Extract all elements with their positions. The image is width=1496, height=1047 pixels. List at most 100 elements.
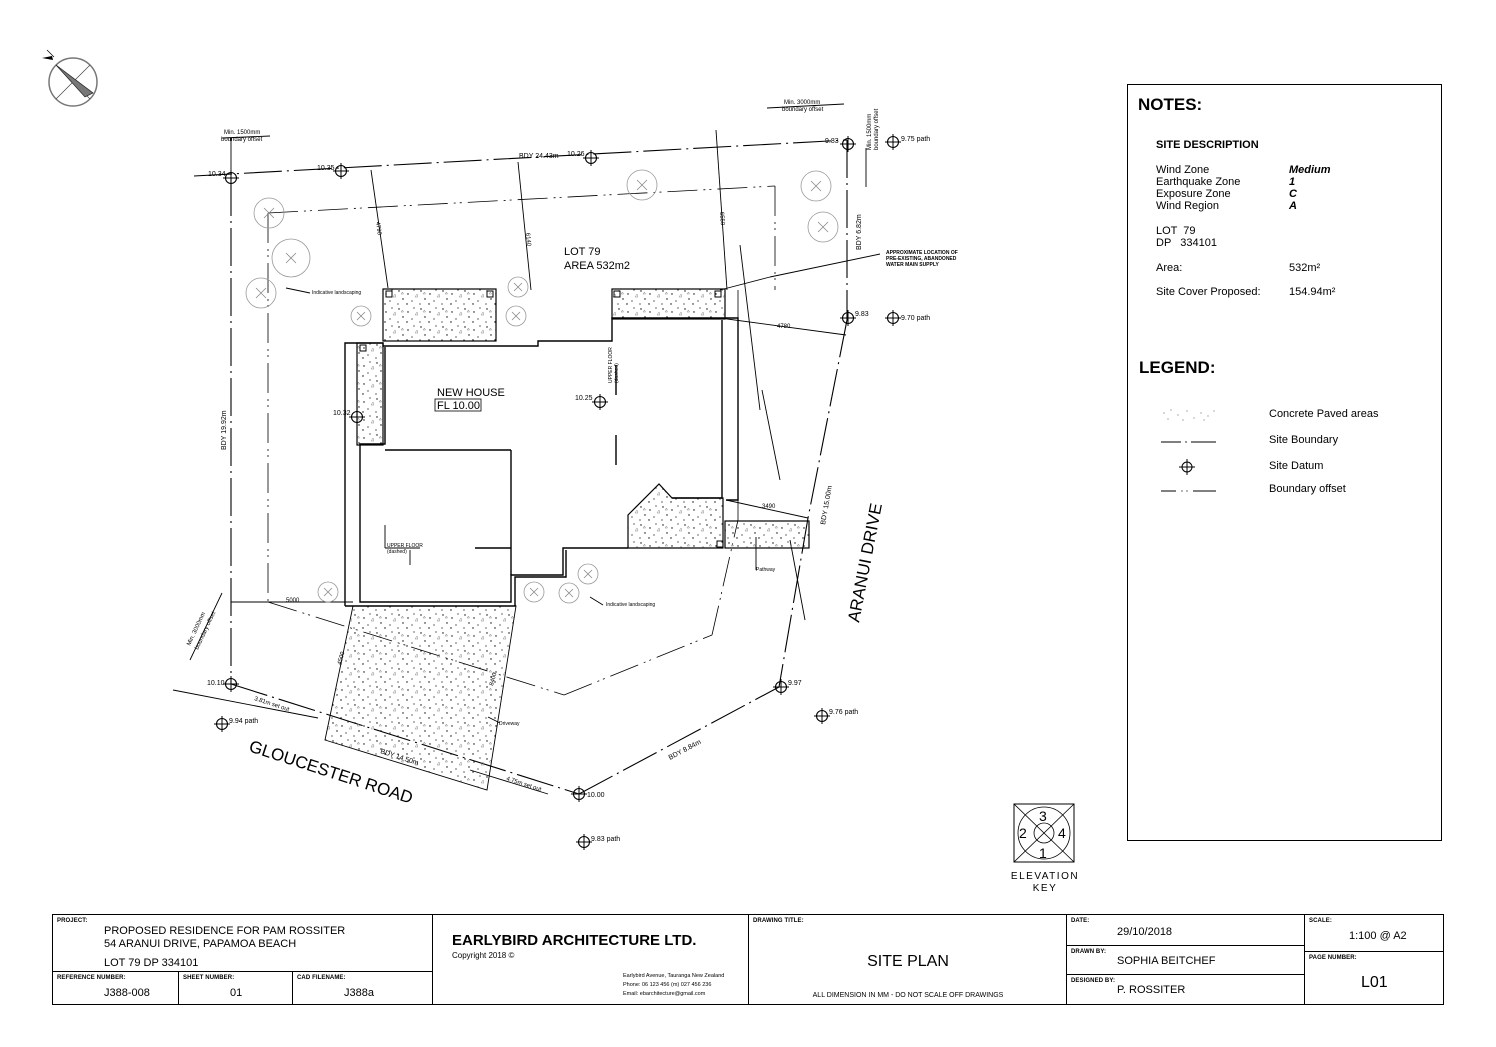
offset-dimension-marks bbox=[172, 103, 881, 795]
svg-text:10.32: 10.32 bbox=[333, 410, 351, 417]
svg-text:9.83: 9.83 bbox=[825, 138, 839, 145]
drawing-title: SITE PLAN bbox=[867, 953, 949, 970]
svg-text:Min. 1500mm: Min. 1500mm bbox=[224, 130, 260, 136]
svg-text:10.34: 10.34 bbox=[208, 171, 226, 178]
legend-item-site-datum: Site Datum bbox=[1156, 459, 1436, 475]
svg-text:5000: 5000 bbox=[286, 598, 300, 604]
floor-level: FL 10.00 bbox=[437, 400, 480, 412]
concrete-pattern-icon bbox=[1163, 409, 1215, 421]
svg-text:1: 1 bbox=[1039, 845, 1047, 861]
svg-text:4780: 4780 bbox=[777, 324, 791, 330]
sheet-cell: SHEET NUMBER: 01 bbox=[179, 972, 293, 1005]
page-number: L01 bbox=[1361, 974, 1388, 991]
svg-text:10.10: 10.10 bbox=[207, 680, 225, 687]
north-arrow-icon bbox=[42, 49, 98, 107]
svg-text:3: 3 bbox=[1039, 808, 1047, 824]
house-label: NEW HOUSE bbox=[437, 387, 505, 399]
svg-text:9.70 path: 9.70 path bbox=[901, 315, 930, 322]
legend-item-site-boundary: Site Boundary bbox=[1156, 433, 1436, 449]
svg-text:(dashed): (dashed) bbox=[387, 549, 407, 555]
concrete-paved-areas bbox=[324, 288, 810, 791]
svg-text:9.76 path: 9.76 path bbox=[829, 709, 858, 716]
driveway-label: Driveway bbox=[499, 721, 520, 727]
date-cell: DATE: 29/10/2018 bbox=[1067, 915, 1305, 946]
svg-text:4790: 4790 bbox=[374, 221, 382, 236]
svg-text:3490: 3490 bbox=[762, 504, 776, 510]
svg-text:Min. 1500mm: Min. 1500mm bbox=[867, 114, 873, 150]
downpipe-markers bbox=[359, 290, 724, 548]
drawn-by-cell: DRAWN BY: SOPHIA BEITCHEF bbox=[1067, 946, 1305, 975]
elevation-key-icon: 3 2 4 1 bbox=[1013, 803, 1075, 863]
site-datum-icon bbox=[1179, 459, 1195, 475]
svg-text:4.75m set out: 4.75m set out bbox=[505, 776, 542, 793]
legend-title: LEGEND: bbox=[1139, 358, 1216, 377]
site-boundary-line-icon bbox=[1161, 441, 1216, 443]
svg-text:10.25: 10.25 bbox=[575, 395, 593, 402]
landscaping-label: Indicative landscaping bbox=[312, 290, 361, 296]
svg-text:BDY 24.43m: BDY 24.43m bbox=[519, 153, 559, 160]
upper-floor-dashed bbox=[384, 525, 420, 549]
svg-text:9.94 path: 9.94 path bbox=[229, 718, 258, 725]
designed-by-cell: DESIGNED BY: P. ROSSITER bbox=[1067, 975, 1305, 1005]
cad-cell: CAD FILENAME: J388a bbox=[293, 972, 433, 1005]
svg-text:3.81m set out: 3.81m set out bbox=[253, 696, 290, 713]
svg-text:6140: 6140 bbox=[524, 233, 531, 248]
svg-text:WATER MAIN SUPPLY: WATER MAIN SUPPLY bbox=[886, 262, 939, 268]
svg-text:4: 4 bbox=[1058, 825, 1066, 841]
svg-text:Indicative landscaping: Indicative landscaping bbox=[606, 602, 655, 608]
scale-cell: SCALE: 1:100 @ A2 bbox=[1305, 915, 1443, 952]
area-label: AREA 532m2 bbox=[564, 260, 630, 272]
svg-text:4500: 4500 bbox=[337, 650, 346, 665]
svg-text:BDY 6.82m: BDY 6.82m bbox=[856, 214, 863, 250]
svg-text:BDY 15.00m: BDY 15.00m bbox=[820, 485, 834, 525]
svg-text:BDY 8.84m: BDY 8.84m bbox=[668, 739, 703, 762]
company-cell: EARLYBIRD ARCHITECTURE LTD. Copyright 20… bbox=[433, 915, 749, 1005]
pathway-label: Pathway bbox=[756, 567, 776, 573]
notes-title: NOTES: bbox=[1138, 95, 1203, 114]
boundary-offset bbox=[267, 185, 776, 696]
elevation-key-label: ELEVATION KEY bbox=[1010, 871, 1080, 894]
svg-text:10.26: 10.26 bbox=[567, 151, 585, 158]
site-boundary bbox=[193, 139, 848, 795]
note-area: Area:532m² bbox=[1156, 262, 1321, 274]
project-name: PROPOSED RESIDENCE FOR PAM ROSSITER bbox=[104, 925, 346, 937]
upper-floor-label: UPPER FLOOR bbox=[387, 543, 423, 549]
legend-item-concrete: Concrete Paved areas bbox=[1156, 407, 1436, 423]
project-address: 54 ARANUI DRIVE, PAPAMOA BEACH bbox=[104, 938, 297, 950]
svg-text:9.75 path: 9.75 path bbox=[901, 136, 930, 143]
svg-text:BDY 19.92m: BDY 19.92m bbox=[221, 410, 228, 450]
drawing-labels: LOT 79 AREA 532m2 NEW HOUSE FL 10.00 UPP… bbox=[186, 100, 957, 843]
boundary-offset-line-icon bbox=[1161, 490, 1216, 492]
svg-text:10.35: 10.35 bbox=[317, 165, 335, 172]
page-number-cell: PAGE NUMBER: L01 bbox=[1309, 955, 1388, 991]
project-cell: PROJECT: PROPOSED RESIDENCE FOR PAM ROSS… bbox=[53, 915, 433, 972]
svg-text:boundary offset: boundary offset bbox=[874, 108, 880, 150]
svg-text:8400: 8400 bbox=[489, 671, 498, 686]
svg-text:APPROXIMATE LOCATION OF: APPROXIMATE LOCATION OF bbox=[886, 250, 958, 256]
setback-lines bbox=[231, 129, 847, 621]
svg-text:boundary offset: boundary offset bbox=[782, 107, 824, 113]
svg-text:6550: 6550 bbox=[718, 212, 725, 226]
svg-text:boundary offset: boundary offset bbox=[221, 137, 263, 143]
company-name: EARLYBIRD ARCHITECTURE LTD. bbox=[452, 932, 697, 949]
svg-text:UPPER FLOOR: UPPER FLOOR bbox=[608, 347, 614, 383]
street-aranui-drive: ARANUI DRIVE bbox=[844, 501, 886, 623]
note-site-cover: Site Cover Proposed:154.94m² bbox=[1156, 286, 1336, 298]
lot-label: LOT 79 bbox=[564, 246, 601, 258]
copyright: Copyright 2018 © bbox=[452, 951, 515, 960]
svg-text:9.97: 9.97 bbox=[788, 680, 802, 687]
legend-item-boundary-offset: Boundary offset bbox=[1156, 482, 1436, 498]
svg-text:2: 2 bbox=[1019, 825, 1027, 841]
svg-text:9.83 path: 9.83 path bbox=[591, 836, 620, 843]
site-datum-icons bbox=[213, 133, 902, 851]
new-house-outline bbox=[344, 317, 739, 607]
svg-text:9.83: 9.83 bbox=[855, 311, 869, 318]
svg-text:Min. 3000mm: Min. 3000mm bbox=[784, 100, 820, 106]
svg-text:10.00: 10.00 bbox=[587, 792, 605, 799]
